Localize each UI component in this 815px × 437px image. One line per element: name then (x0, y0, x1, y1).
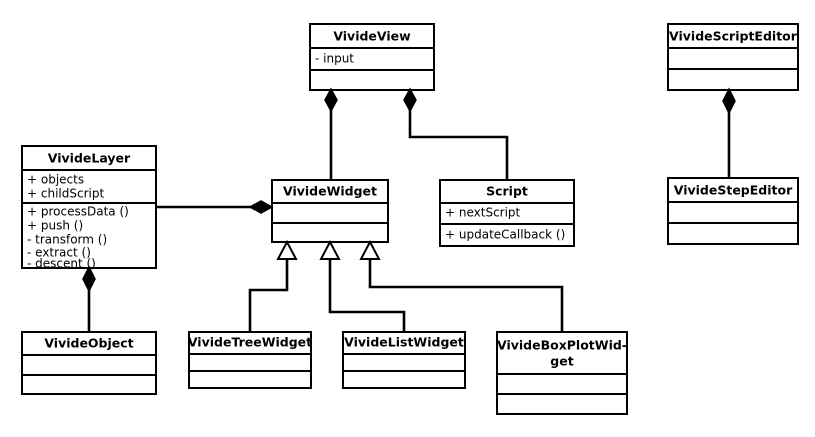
class-script[interactable]: Script + nextScript + updateCallback () (439, 179, 575, 247)
class-vivide-widget[interactable]: VivideWidget (271, 179, 389, 243)
class-box-outline (271, 179, 389, 243)
composition-diamond-icon (403, 87, 417, 113)
class-box-outline (667, 177, 799, 245)
relationship-decorations (82, 87, 736, 293)
edge-treewidget-extends-widget (248, 242, 289, 332)
composition-diamond-icon (324, 87, 338, 113)
class-operation: + processData () (27, 205, 129, 219)
class-operation: - extract () (27, 246, 91, 260)
class-name: VivideScriptEditor (669, 29, 798, 44)
class-name: VivideView (333, 29, 411, 44)
class-operation: + updateCallback () (445, 228, 565, 242)
class-name: VivideLayer (48, 151, 131, 166)
generalization-triangle-icon (319, 239, 341, 260)
class-box-outline (188, 331, 312, 389)
class-name-continuation: get (550, 354, 573, 369)
edge-view-owns-script (408, 90, 509, 180)
class-name: VivideTreeWidget (188, 335, 312, 350)
class-name: Script (486, 184, 528, 199)
class-box-outline (667, 23, 799, 91)
class-attribute: + nextScript (445, 206, 521, 220)
generalization-triangle-icon (276, 239, 298, 260)
class-attribute: + objects (27, 173, 84, 187)
class-box-outline (439, 179, 575, 247)
class-name: VivideListWidget (344, 335, 464, 350)
generalization-triangle-icon (359, 239, 381, 260)
composition-diamond-icon (722, 87, 736, 115)
class-name: VivideStepEditor (674, 183, 793, 198)
composition-diamond-icon (82, 265, 96, 293)
class-vivide-layer[interactable]: VivideLayer + objects + childScript + pr… (21, 145, 157, 271)
edge-layer (87, 90, 731, 332)
class-box-outline (342, 331, 466, 389)
class-attribute: - input (315, 52, 354, 66)
class-vivide-script-editor[interactable]: VivideScriptEditor (667, 23, 799, 91)
class-vivide-list-widget[interactable]: VivideListWidget (342, 331, 466, 389)
edge-listwidget-extends-widget (328, 242, 406, 332)
class-name: VivideBoxPlotWid- (497, 338, 627, 353)
class-vivide-step-editor[interactable]: VivideStepEditor (667, 177, 799, 245)
class-vivide-box-plot-widget[interactable]: VivideBoxPlotWid- get (496, 331, 628, 415)
class-operation: + push () (27, 219, 83, 233)
class-operation: - transform () (27, 233, 107, 247)
class-box-outline (21, 331, 157, 395)
composition-diamond-icon (248, 200, 274, 214)
class-vivide-view[interactable]: VivideView - input (309, 23, 435, 91)
edge-boxplotwidget-extends-widget (368, 242, 564, 332)
class-vivide-tree-widget[interactable]: VivideTreeWidget (188, 331, 312, 389)
class-vivide-object[interactable]: VivideObject (21, 331, 157, 395)
class-name: VivideWidget (283, 184, 377, 199)
class-name: VivideObject (44, 336, 133, 351)
class-attribute: + childScript (27, 187, 104, 201)
class-box-outline (309, 23, 435, 91)
class-operation: - descent () (27, 257, 96, 271)
